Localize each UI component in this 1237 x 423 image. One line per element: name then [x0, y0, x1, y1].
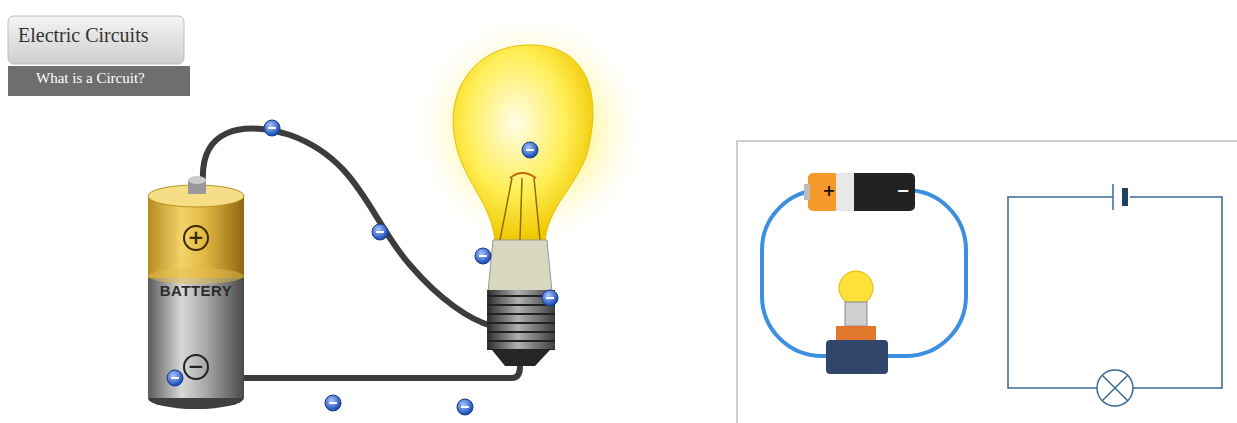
- electron: [264, 120, 280, 136]
- electron-sign: [171, 377, 179, 379]
- plus-sign: +: [822, 183, 835, 199]
- electron: [372, 224, 388, 240]
- electron-sign: [479, 255, 487, 257]
- electron-sign: [461, 406, 469, 408]
- electron: [457, 399, 473, 415]
- electron-sign: [268, 127, 276, 129]
- header-title: Electric Circuits: [18, 24, 149, 47]
- electron-sign: [526, 149, 534, 151]
- electron: [522, 142, 538, 158]
- electron: [542, 290, 558, 306]
- minus-sign: −: [896, 183, 909, 199]
- electron: [167, 370, 183, 386]
- minus-sign: −: [188, 356, 205, 376]
- battery-label: BATTERY: [160, 282, 233, 299]
- electron: [475, 248, 491, 264]
- electron: [325, 395, 341, 411]
- header-subtitle: What is a Circuit?: [36, 70, 145, 87]
- electron-sign: [376, 231, 384, 233]
- plus-sign: +: [188, 227, 205, 247]
- electron-sign: [546, 297, 554, 299]
- electron-sign: [329, 402, 337, 404]
